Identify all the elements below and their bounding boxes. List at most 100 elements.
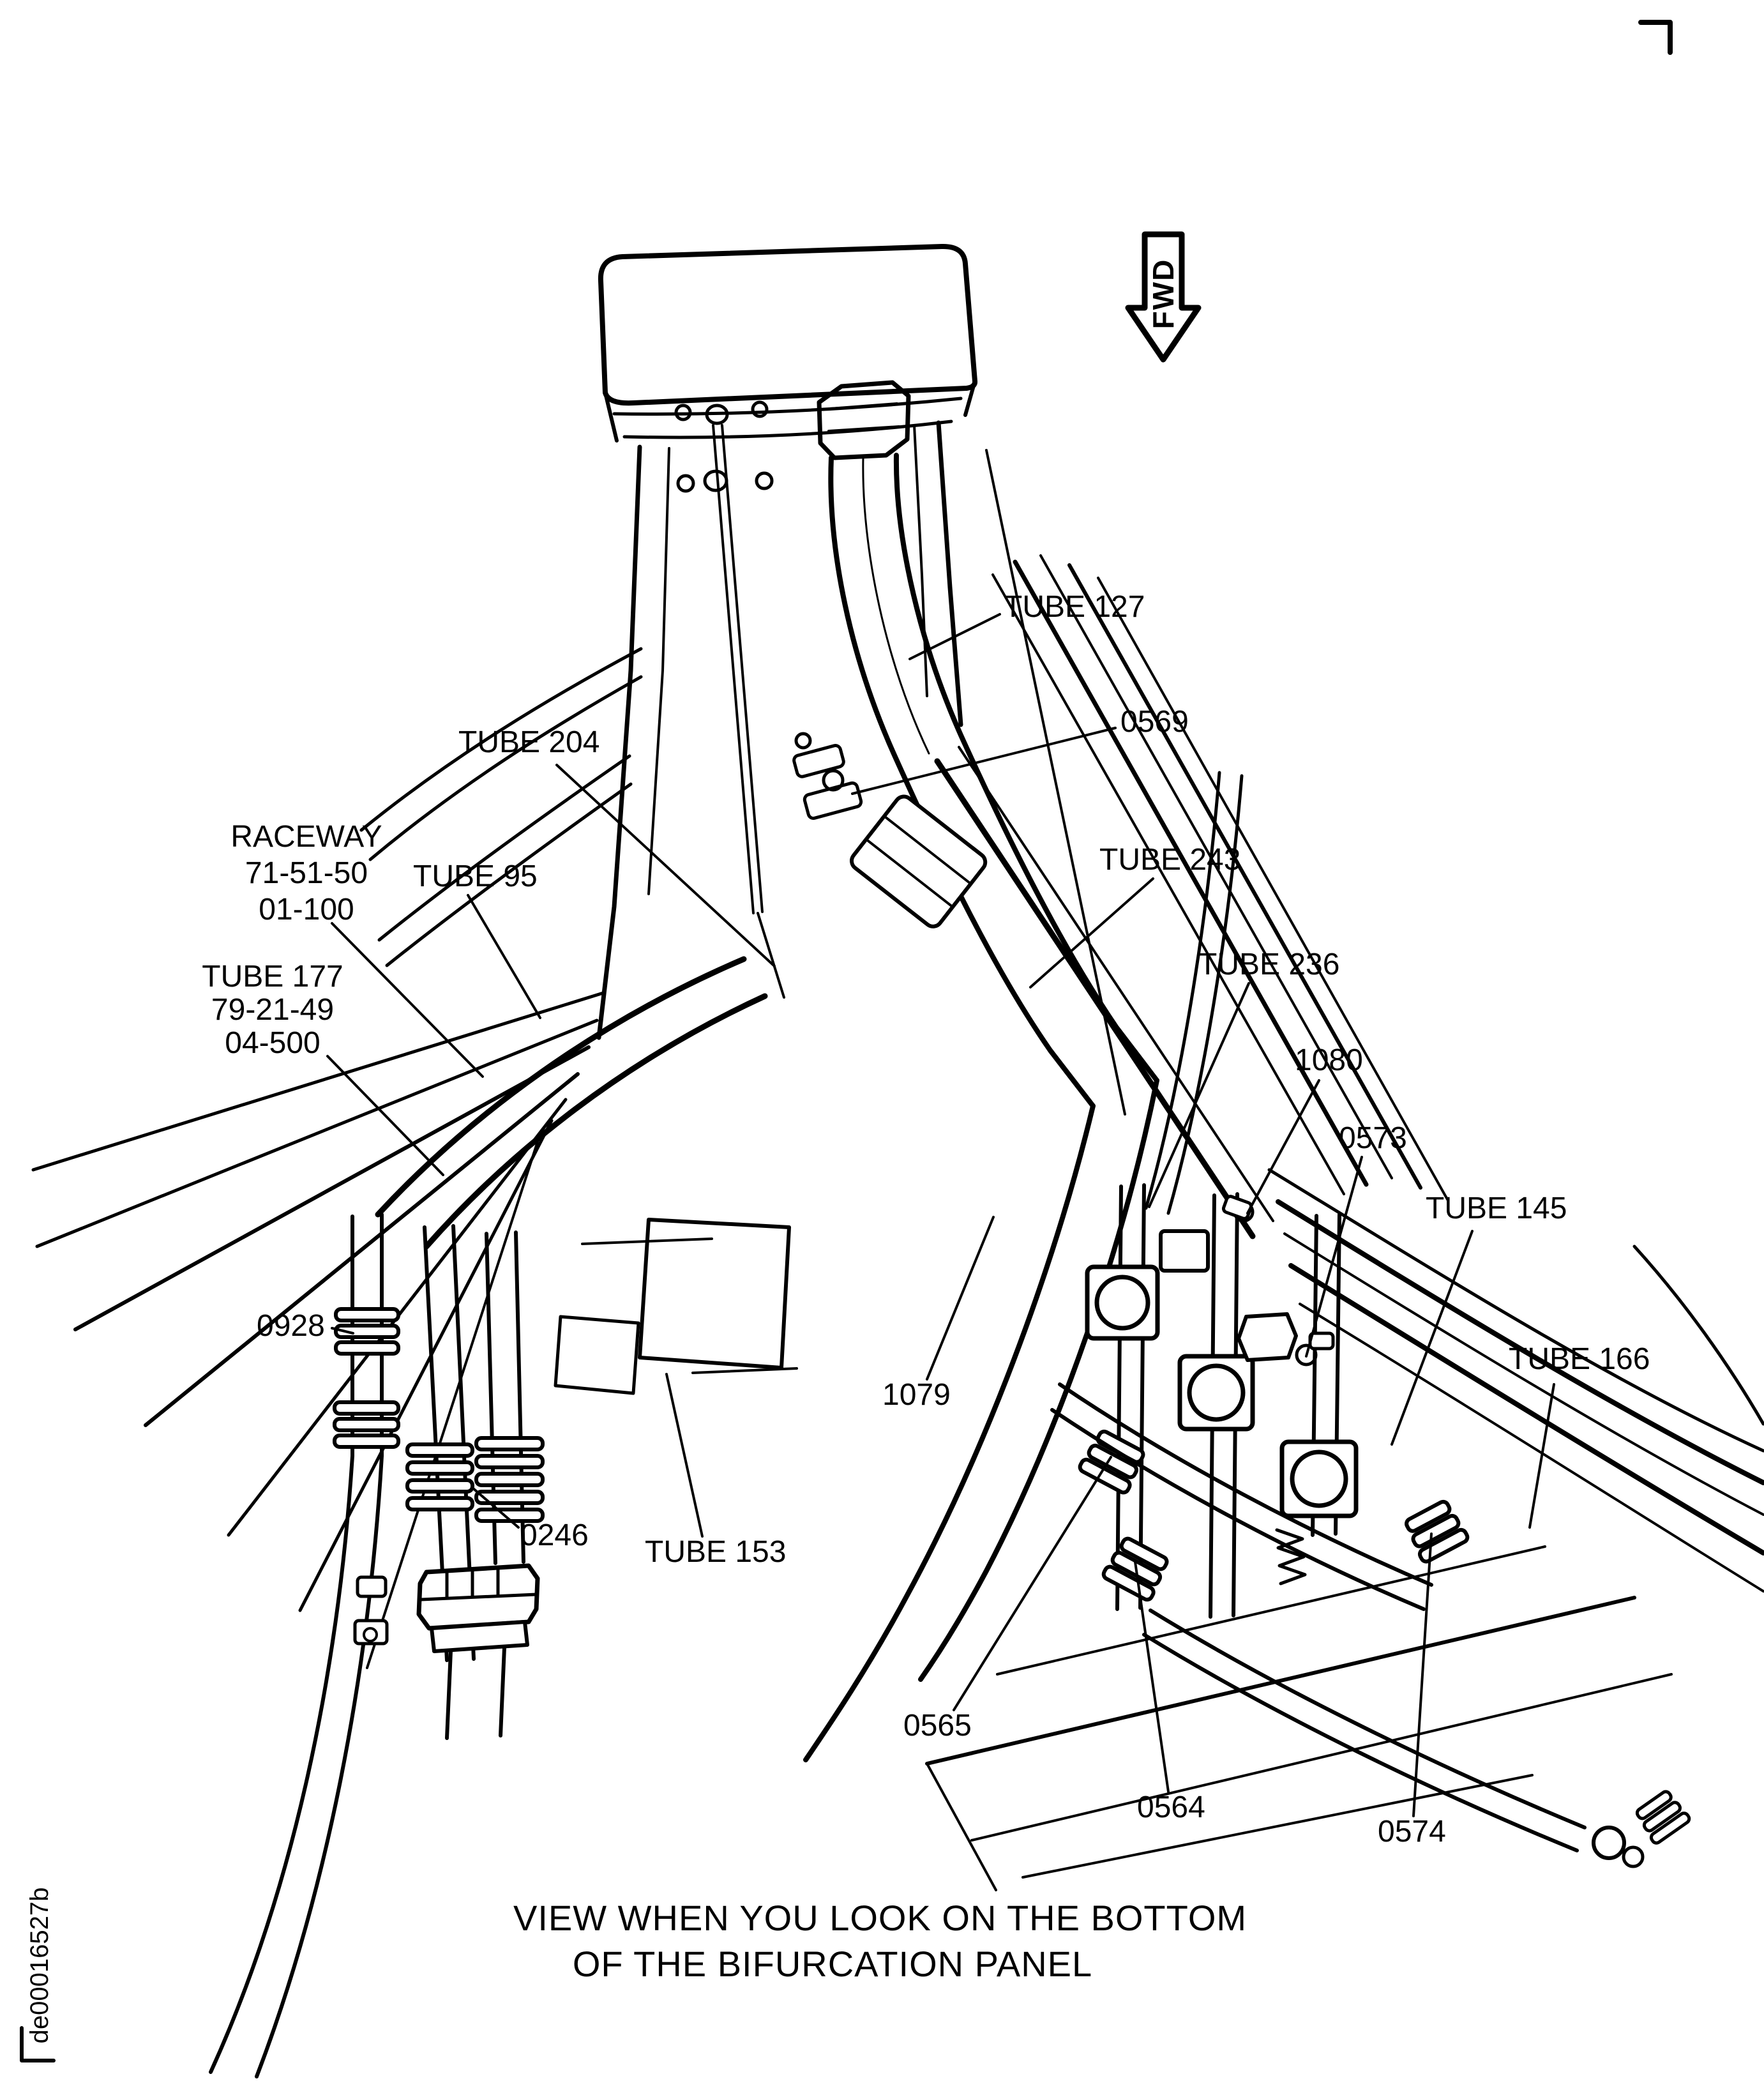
- leader-raceway: [331, 922, 484, 1078]
- clamp-ring: [334, 1340, 400, 1356]
- tube-bundle-right: [1142, 1168, 1764, 1868]
- tube-line: [368, 675, 643, 861]
- tube-line: [385, 782, 633, 967]
- callout-tube-177-chapter: 79-21-49: [211, 993, 335, 1027]
- leader-tube236: [1148, 982, 1250, 1208]
- leader-lines: [326, 613, 1555, 1817]
- tube-236-line: [1144, 771, 1221, 1210]
- bracket-plates: [554, 1218, 798, 1395]
- tube-line: [712, 424, 755, 914]
- leader-tube243: [1029, 877, 1154, 988]
- leader-0565: [953, 1456, 1112, 1711]
- tube-edge: [828, 455, 1096, 1109]
- clamp-ring: [474, 1454, 545, 1469]
- clamp-ring: [334, 1324, 400, 1339]
- clamp-ring: [1405, 1499, 1452, 1533]
- tube-line: [1276, 1199, 1764, 1485]
- clamp-band: [1221, 1195, 1253, 1220]
- nut-ridge: [883, 815, 972, 886]
- lower-tube-edge: [1149, 1608, 1587, 1829]
- shelf-line: [925, 1596, 1636, 1766]
- fastener-hole: [703, 469, 728, 492]
- callout-raceway: RACEWAY 71-51-50 01-100: [216, 819, 397, 928]
- tube-line: [144, 1072, 580, 1427]
- document-code: de00016527b: [26, 1887, 54, 2044]
- clamp-bolt: [794, 732, 812, 750]
- leader-0574: [1412, 1532, 1433, 1817]
- tube-line: [721, 424, 764, 913]
- leader-0569: [851, 727, 1117, 795]
- tube-line: [1632, 1245, 1764, 1426]
- leader-0564: [1134, 1561, 1170, 1793]
- fitting-ridge: [827, 425, 900, 432]
- plate-outline: [638, 1218, 791, 1370]
- tube-bundle-upper-right: [934, 554, 1449, 1239]
- fastener-hole: [705, 404, 729, 425]
- clamp-ring: [1119, 1536, 1169, 1571]
- clamp-band: [1308, 1331, 1335, 1351]
- clamp-band: [803, 781, 863, 820]
- callout-tube-166: TUBE 166: [1509, 1342, 1650, 1376]
- tube-stripe: [862, 456, 930, 755]
- clamp-0573: [1295, 1331, 1335, 1366]
- tube-line: [377, 754, 631, 942]
- tube-line: [31, 991, 605, 1172]
- coupling-collar: [430, 1620, 529, 1653]
- clamp-ring: [1649, 1812, 1691, 1845]
- spring-coil: [1275, 1528, 1307, 1585]
- shelf-line: [996, 1545, 1546, 1676]
- tube-line: [1013, 559, 1369, 1187]
- castellated-coupling: [416, 1563, 540, 1740]
- callout-0928: 0928: [257, 1309, 325, 1343]
- fastener-hole: [755, 471, 774, 490]
- clamp-bolt: [1295, 1343, 1318, 1366]
- clamp-ring: [405, 1478, 474, 1494]
- tube-line: [298, 1119, 554, 1612]
- corner-mark-bottom-left: [20, 2026, 56, 2062]
- tube-236-line: [1166, 774, 1244, 1215]
- callout-tube-145: TUBE 145: [1426, 1192, 1567, 1225]
- leader-1080: [1246, 1079, 1320, 1215]
- leader-tube153: [665, 1373, 704, 1538]
- tube-line: [1267, 1168, 1764, 1453]
- clamp-ring: [405, 1496, 474, 1511]
- tube-edge: [514, 1230, 525, 1564]
- clamp-ring: [1078, 1457, 1132, 1495]
- tube-line: [1067, 563, 1422, 1190]
- corner-mark-top-right: [1638, 20, 1673, 55]
- shelf-edge: [926, 1762, 997, 1891]
- callout-0565: 0565: [903, 1709, 972, 1743]
- vertical-tubes: [209, 1213, 545, 2078]
- fwd-direction-label: FWD: [1147, 258, 1180, 329]
- clamp-ring: [1417, 1527, 1470, 1564]
- callout-0574: 0574: [1378, 1815, 1446, 1849]
- plate-outline: [554, 1315, 640, 1395]
- callout-tube-127: TUBE 127: [1004, 590, 1145, 624]
- tube-edge: [255, 1454, 384, 2078]
- callout-1080: 1080: [1295, 1043, 1363, 1077]
- column-left-inner: [647, 447, 670, 895]
- panel-outline: [598, 243, 978, 406]
- clamp-ring: [333, 1417, 400, 1432]
- pipe-edge: [1138, 1183, 1146, 1610]
- callout-tube-177: TUBE 177 79-21-49 04-500: [193, 960, 352, 1060]
- callout-0564: 0564: [1137, 1790, 1205, 1824]
- lower-tube-edge: [1142, 1633, 1579, 1852]
- callout-1079: 1079: [882, 1378, 951, 1412]
- tube-line: [757, 912, 785, 999]
- callout-tube-243: TUBE 243: [1099, 843, 1241, 877]
- clamp-stack-0246: [474, 1436, 545, 1523]
- panel-column: [596, 400, 1126, 1116]
- callout-raceway-item: 01-100: [259, 893, 354, 927]
- tube-95-edge: [423, 993, 768, 1250]
- panel-fold-line: [612, 397, 963, 416]
- tube-edge: [499, 1646, 506, 1737]
- fastener-hole: [751, 400, 769, 418]
- callout-tube-153: TUBE 153: [645, 1535, 787, 1569]
- hex-fitting: [1237, 1312, 1298, 1362]
- callout-0569: 0569: [1120, 705, 1189, 739]
- valve-cluster: [1050, 1183, 1433, 1619]
- shelf-line: [970, 1673, 1673, 1842]
- clamp-ring: [1101, 1564, 1156, 1602]
- leader-tube166: [1528, 1383, 1555, 1529]
